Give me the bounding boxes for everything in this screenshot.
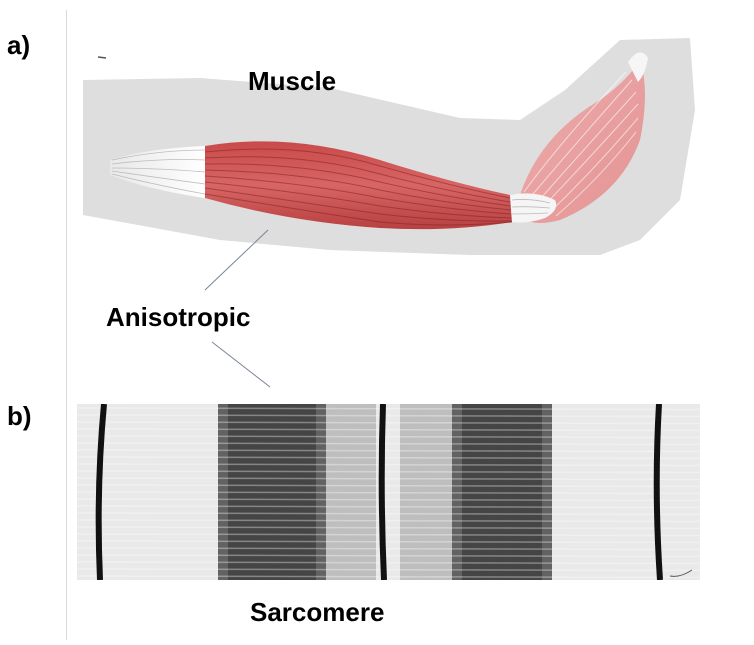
muscle-title: Muscle	[248, 66, 336, 97]
pointer-line-sarcomere	[212, 342, 270, 387]
sarcomere-title: Sarcomere	[250, 597, 384, 628]
panel-b-label: b)	[7, 401, 32, 432]
anisotropic-label: Anisotropic	[106, 302, 250, 333]
stray-mark	[98, 57, 106, 58]
sarcomere-micrograph	[77, 404, 700, 580]
panel-a-label: a)	[7, 30, 30, 61]
